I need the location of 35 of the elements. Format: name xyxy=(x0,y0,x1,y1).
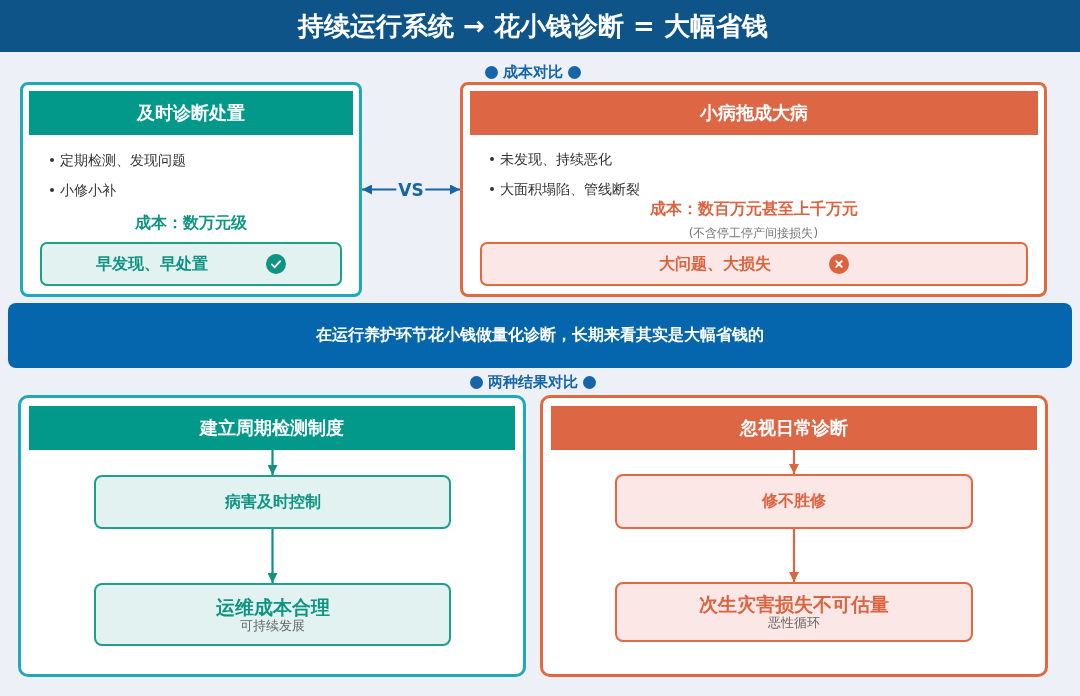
arrow xyxy=(789,529,799,582)
bullet-text: 大面积塌陷、管线断裂 xyxy=(500,180,640,198)
banner: 在运行养护环节花小钱做量化诊断，长期来看其实是大幅省钱的 xyxy=(8,303,1072,368)
arrow xyxy=(789,450,799,474)
cost-text: 成本：数万元级 xyxy=(135,213,247,232)
result-text: 大问题、大损失 xyxy=(659,254,771,274)
header-band: 忽视日常诊断 xyxy=(551,406,1037,450)
header-band: 建立周期检测制度 xyxy=(29,406,515,450)
header-band: 及时诊断处置 xyxy=(29,91,353,135)
cost-text: 成本：数百万元甚至上千万元 xyxy=(649,199,858,218)
comparison-card xyxy=(460,82,1047,297)
step-box: 修不胜修 xyxy=(615,474,973,529)
section-label: 两种结果对比 xyxy=(488,373,578,391)
arrow xyxy=(267,529,278,583)
outcome-title: 次生灾害损失不可估量 xyxy=(699,593,889,615)
outcome-subtitle: 可持续发展 xyxy=(240,617,305,634)
arrow xyxy=(267,450,278,475)
result-box xyxy=(40,242,342,286)
bullet-text: 小修小补 xyxy=(60,181,116,199)
result-text: 早发现、早处置 xyxy=(96,254,208,274)
bullet-text: 定期检测、发现问题 xyxy=(60,151,186,169)
outcome-box xyxy=(94,583,451,646)
step-box: 病害及时控制 xyxy=(94,475,451,529)
note-text: (不含停工停产间接损失) xyxy=(688,226,819,240)
card-panel xyxy=(540,395,1048,677)
edge-label: VS xyxy=(396,180,426,199)
outcome-subtitle: 恶性循环 xyxy=(768,615,820,631)
comparison-card xyxy=(20,82,362,297)
header-band: 小病拖成大病 xyxy=(470,91,1038,135)
outcome-title: 运维成本合理 xyxy=(215,595,330,618)
outcome-box xyxy=(615,582,973,642)
bullet-text: 未发现、持续恶化 xyxy=(500,150,612,168)
title-bar: 持续运行系统 → 花小钱诊断 = 大幅省钱 xyxy=(0,0,1080,52)
result-box xyxy=(480,242,1028,286)
card-panel xyxy=(18,395,526,677)
